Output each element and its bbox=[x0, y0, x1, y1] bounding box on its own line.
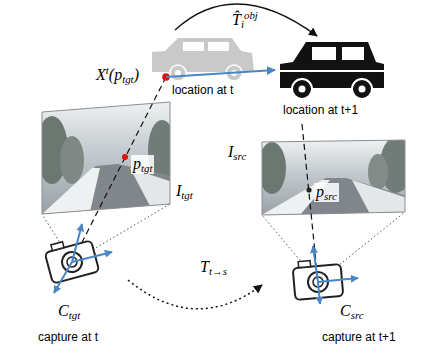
math-label: Isrc bbox=[228, 143, 246, 162]
caption-text: capture at t bbox=[38, 330, 98, 344]
object-node: location at t bbox=[150, 30, 258, 99]
math-label: Ctgt bbox=[58, 302, 80, 321]
source-image bbox=[258, 137, 412, 216]
math-label: Csrc bbox=[340, 302, 364, 321]
math-subscript: tgt bbox=[69, 309, 80, 321]
math-base: I bbox=[176, 182, 181, 199]
math-label: psrc bbox=[314, 183, 339, 202]
projection-ray bbox=[302, 124, 318, 282]
math-label: Itgt bbox=[176, 182, 193, 201]
camera-node: Ctgt capture at t bbox=[28, 222, 128, 350]
math-subscript: src bbox=[324, 190, 337, 202]
math-base: X bbox=[96, 66, 106, 83]
motion-arrow bbox=[166, 70, 275, 77]
math-subscript: tgt bbox=[181, 189, 192, 201]
math-label: ptgt bbox=[131, 155, 154, 174]
pixel-point bbox=[122, 154, 128, 160]
math-base: I bbox=[228, 143, 233, 160]
object-node: location at t+1 bbox=[275, 36, 390, 120]
math-subscript: src bbox=[233, 150, 246, 162]
motion-arrow bbox=[175, 4, 317, 36]
math-base: ) bbox=[134, 66, 139, 83]
caption-text: capture at t+1 bbox=[322, 330, 396, 344]
math-base: (p bbox=[109, 66, 122, 83]
math-base: C bbox=[58, 302, 69, 319]
camera-source bbox=[292, 246, 358, 304]
math-base: T̂ bbox=[232, 11, 241, 28]
math-subscript: t→s bbox=[209, 265, 227, 277]
car-at-t-plus-1 bbox=[280, 42, 384, 99]
math-base: p bbox=[133, 155, 141, 172]
motion-arrow bbox=[128, 280, 262, 309]
math-base: T bbox=[200, 258, 209, 275]
math-subscript: tgt bbox=[141, 162, 152, 174]
math-subscript: src bbox=[351, 309, 364, 321]
caption-text: location at t bbox=[172, 83, 233, 97]
camera-node: Csrc capture at t+1 bbox=[262, 232, 412, 350]
image-plane-node: Isrcpsrc bbox=[225, 138, 410, 218]
image-plane-node: Itgtptgt bbox=[40, 98, 215, 216]
math-subscript: tgt bbox=[122, 73, 133, 85]
math-subscript: i bbox=[241, 18, 244, 30]
math-superscript: obj bbox=[244, 9, 258, 21]
pixel-point bbox=[306, 187, 311, 192]
target-image bbox=[36, 102, 176, 216]
math-base: C bbox=[340, 302, 351, 319]
camera-target bbox=[43, 224, 112, 293]
math-label: Xt(ptgt) bbox=[96, 64, 139, 85]
transform-label: T̂iobj bbox=[232, 9, 258, 30]
caption-text: location at t+1 bbox=[283, 103, 358, 117]
math-superscript: t bbox=[106, 64, 109, 76]
projection-ray bbox=[72, 77, 166, 262]
transform-label: Tt→s bbox=[200, 258, 227, 277]
math-base: p bbox=[316, 183, 324, 200]
